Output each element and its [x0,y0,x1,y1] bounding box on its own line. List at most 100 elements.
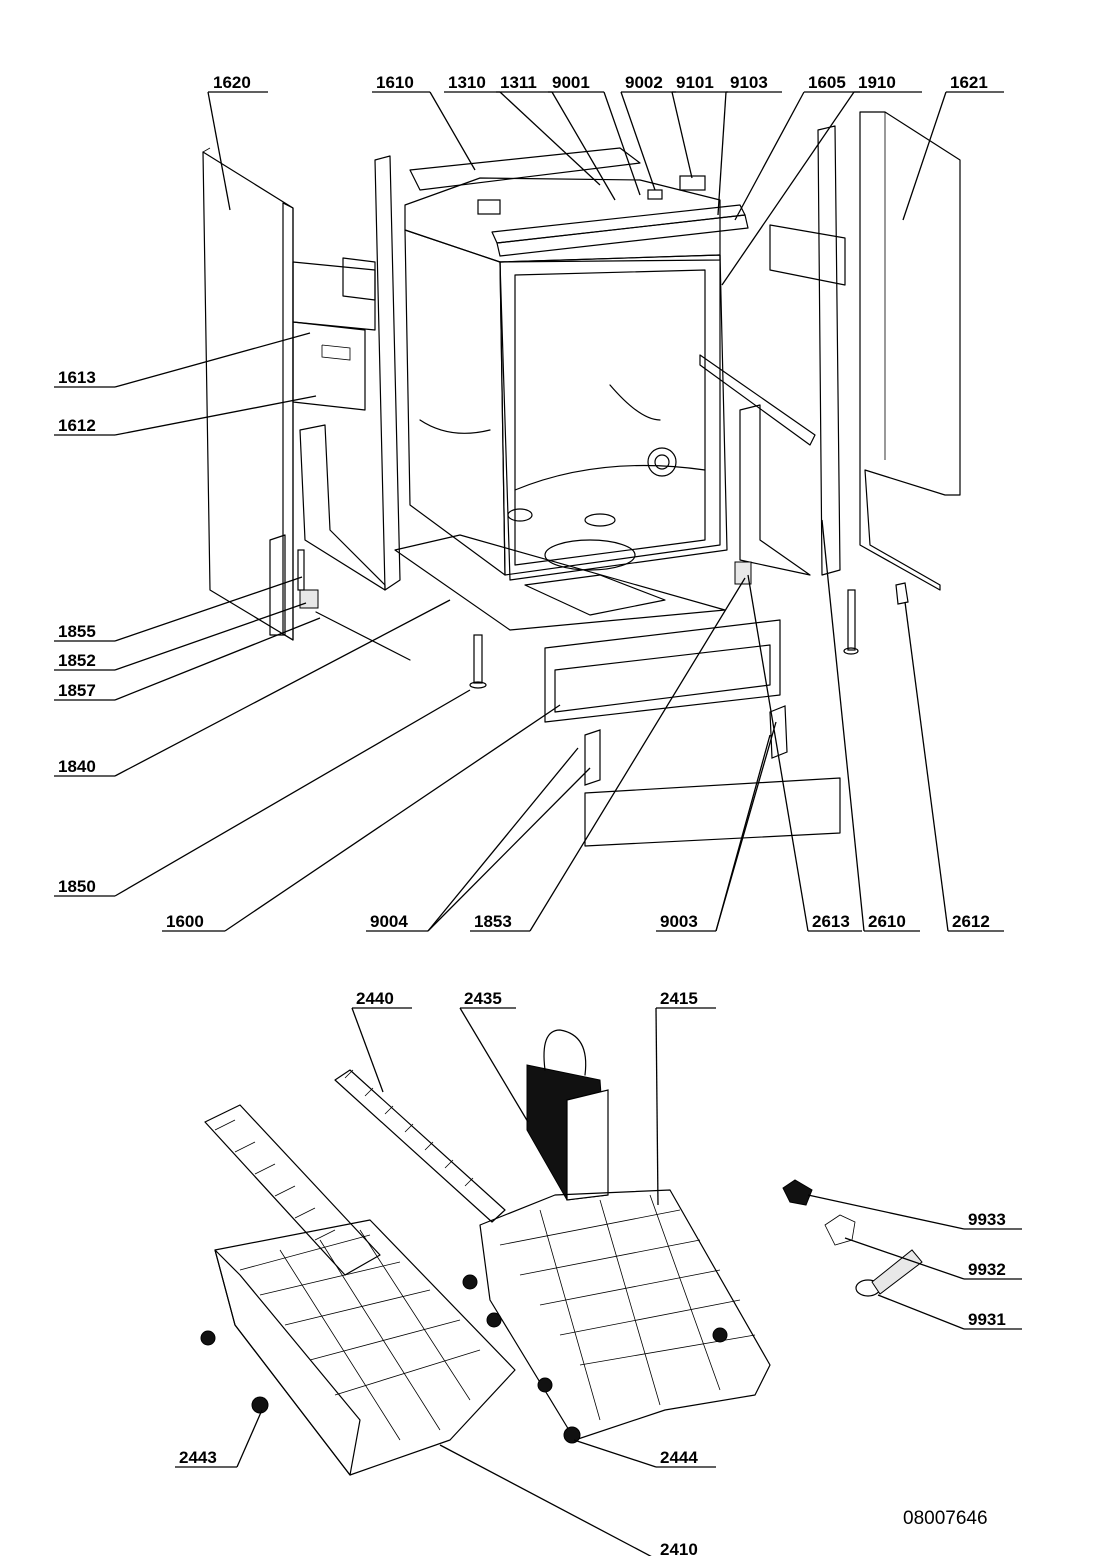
callout-label: 2443 [179,1448,217,1467]
callout-label: 1852 [58,651,96,670]
callout-leader-line [734,91,805,221]
part-2440-cup-shelf [334,1069,506,1223]
callout-leader-line [114,332,311,388]
part-2612-clip [895,582,909,605]
callout-9933: 9933 [807,1194,1022,1230]
part-2415-lower-basket [479,1189,771,1441]
callout-leader-line [114,599,451,777]
callout-9932: 9932 [844,1237,1022,1280]
part-2435-cutlery-basket [526,1029,609,1201]
part-1610-top-plate [409,147,641,191]
callout-1850: 1850 [54,689,471,897]
callout-label: 2610 [868,912,906,931]
callout-label: 1610 [376,73,414,92]
part-2443-wheel [200,1330,269,1414]
callout-leader-line [671,91,693,179]
callout-label: 1613 [58,368,96,387]
part-1620-left-side-panel [202,147,294,641]
callout-label: 9004 [370,912,408,931]
callout-label: 1620 [213,73,251,92]
callout-leader-line [807,1194,965,1230]
callout-1612: 1612 [54,395,317,436]
part-right-hinge [734,561,752,585]
callout-1600: 1600 [162,704,561,932]
part-right-frame [699,125,846,576]
callout-label: 9931 [968,1310,1006,1329]
callout-label: 1621 [950,73,988,92]
part-9933-nozzle [782,1179,813,1206]
callout-1621: 1621 [902,73,1004,221]
callout-label: 1310 [448,73,486,92]
callout-1840: 1840 [54,599,451,777]
callout-9101: 9101 [671,73,728,179]
callout-label: 1855 [58,622,96,641]
callout-leader-line [655,1007,659,1206]
callout-label: 9932 [968,1260,1006,1279]
callout-leader-line [603,91,641,196]
callout-leader-line [224,704,561,932]
callout-1857: 1857 [54,617,321,701]
callout-label: 9101 [676,73,714,92]
callout-leader-line [529,577,746,932]
callout-leader-line [427,747,579,932]
part-left-tine-shelf [204,1104,381,1276]
part-1613-left-bracket [292,257,376,331]
callout-label: 1850 [58,877,96,896]
callout-9103: 9103 [717,73,782,216]
callout-leader-line [114,689,471,897]
callout-9931: 9931 [877,1294,1022,1330]
callout-2410: 2410 [439,1444,698,1556]
callout-1855: 1855 [54,576,303,642]
callout-label: 2444 [660,1448,698,1467]
callout-label: 2435 [464,989,502,1008]
part-2444-wheel [462,1274,728,1444]
callout-leader-line [844,1237,965,1280]
callout-leader-line [114,395,317,436]
part-1605-top-rails [491,204,749,257]
callout-leader-line [821,519,865,932]
callout-label: 9002 [625,73,663,92]
callout-1605: 1605 [734,73,860,221]
part-tub [404,177,721,576]
callout-2610: 2610 [821,519,920,932]
part-1852-hinge [297,549,411,661]
callout-leader-line [499,91,601,186]
callout-leader-line [717,91,727,216]
callout-leader-line [114,602,307,671]
callout-1852: 1852 [54,602,307,671]
callout-label: 2440 [356,989,394,1008]
callout-leader-line [620,91,656,191]
callout-leader-line [351,1007,384,1093]
part-1621-right-side-panel [859,111,961,591]
callout-label: 9103 [730,73,768,92]
callout-leader-line [207,91,231,211]
part-9004-bracket [584,729,601,786]
part-1850-foot [469,634,487,689]
callout-leader-line [877,1294,965,1330]
callout-leader-line [114,576,303,642]
callout-leader-line [439,1444,652,1556]
callout-1613: 1613 [54,332,311,388]
callout-leader-line [573,1439,657,1468]
callout-label: 9003 [660,912,698,931]
callout-1853: 1853 [470,577,746,932]
callout-label: 1600 [166,912,204,931]
callout-label: 2612 [952,912,990,931]
callout-label: 2613 [812,912,850,931]
callout-label: 9933 [968,1210,1006,1229]
callout-label: 2410 [660,1540,698,1556]
part-9931-funnel [855,1249,923,1297]
part-1600-kick-plate [544,619,781,723]
callout-2612: 2612 [904,601,1004,932]
callout-label: 1910 [858,73,896,92]
callout-leader-line [902,91,947,221]
callout-leader-line [427,767,591,932]
callout-2444: 2444 [573,1439,716,1468]
drawing-number: 08007646 [903,1508,988,1529]
callout-leader-line [236,1409,263,1468]
part-left-frame-rail [269,155,401,636]
part-1840-base [394,534,726,631]
callout-label: 1857 [58,681,96,700]
